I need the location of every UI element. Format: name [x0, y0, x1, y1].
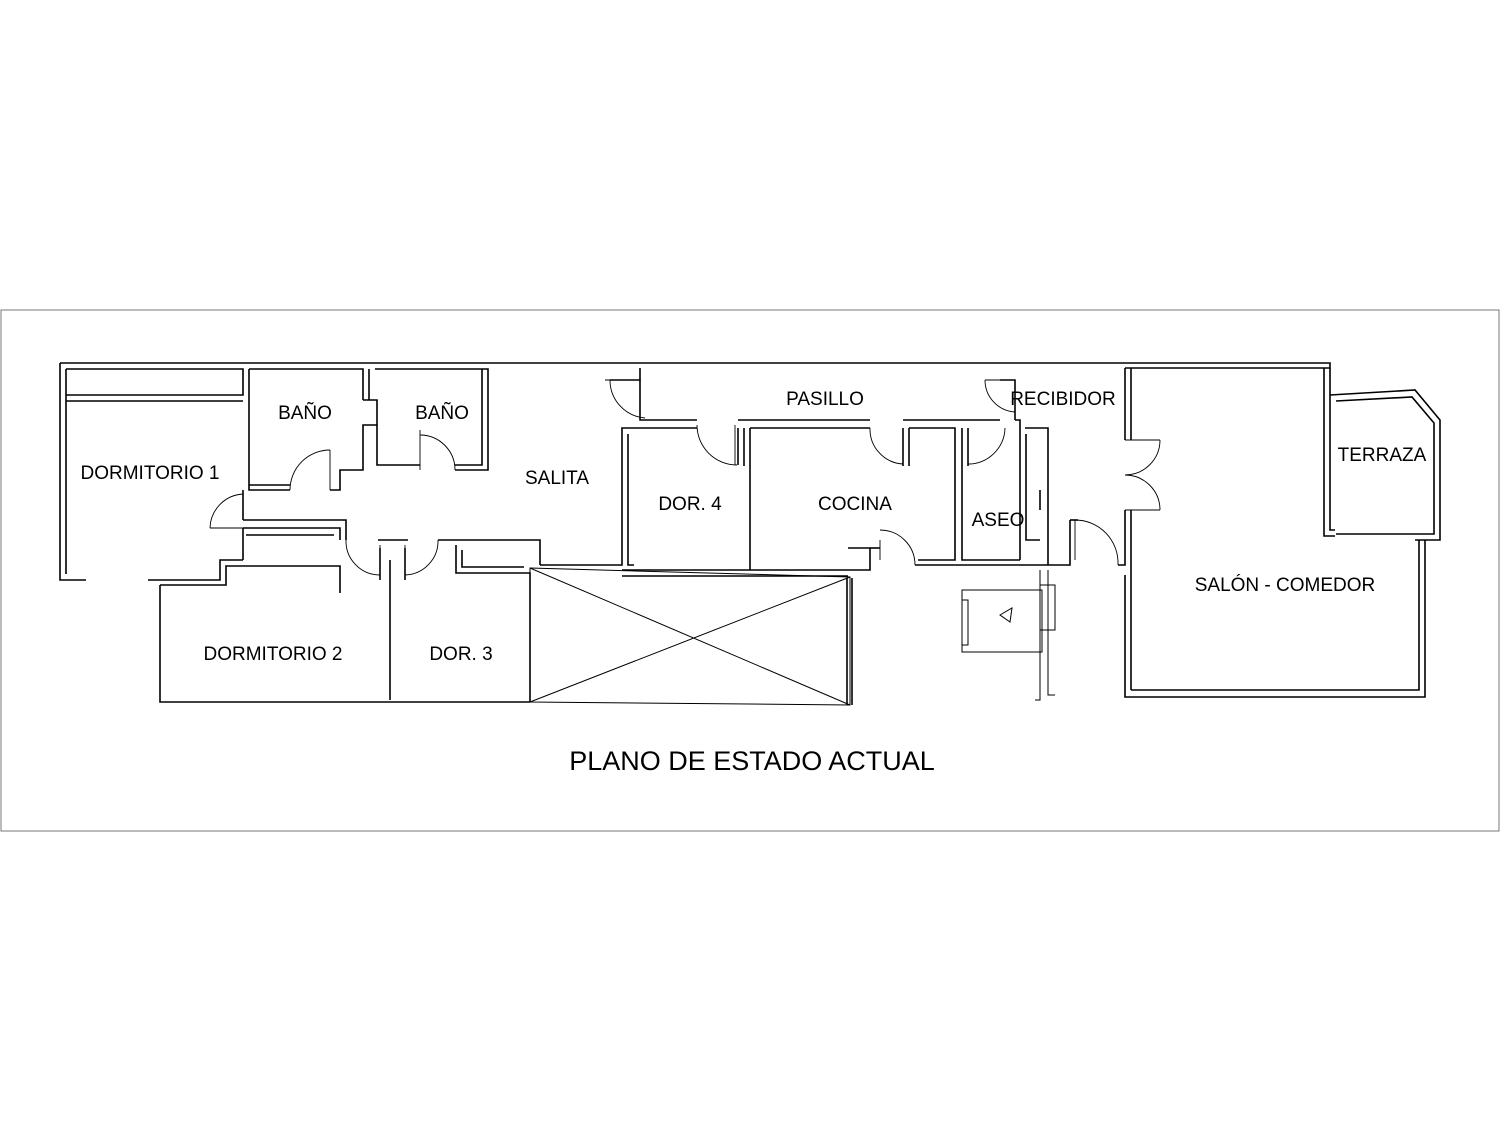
stairwell — [961, 570, 1056, 701]
exterior-walls — [59, 362, 1331, 703]
label-dor-4: DOR. 4 — [658, 494, 722, 515]
label-dormitorio-1: DORMITORIO 1 — [81, 463, 220, 484]
sheet-frame — [0, 309, 1500, 832]
plan-title: PLANO DE ESTADO ACTUAL — [569, 746, 935, 776]
label-cocina: COCINA — [818, 494, 892, 515]
label-salon-comedor: SALÓN - COMEDOR — [1195, 574, 1376, 596]
label-bano-2: BAÑO — [415, 402, 469, 424]
label-dor-3: DOR. 3 — [429, 644, 492, 665]
bathroom-walls — [248, 368, 489, 491]
patio-void — [529, 567, 853, 706]
label-pasillo: PASILLO — [786, 389, 864, 410]
label-salita: SALITA — [525, 468, 589, 489]
label-recibidor: RECIBIDOR — [1010, 389, 1116, 410]
label-dormitorio-2: DORMITORIO 2 — [204, 644, 343, 665]
label-bano-1: BAÑO — [278, 402, 332, 424]
label-terraza: TERRAZA — [1338, 445, 1427, 466]
label-aseo: ASEO — [972, 510, 1025, 531]
kitchen-walls — [610, 368, 1132, 690]
door-swings — [209, 379, 1161, 578]
living-room-walls — [1124, 368, 1441, 698]
